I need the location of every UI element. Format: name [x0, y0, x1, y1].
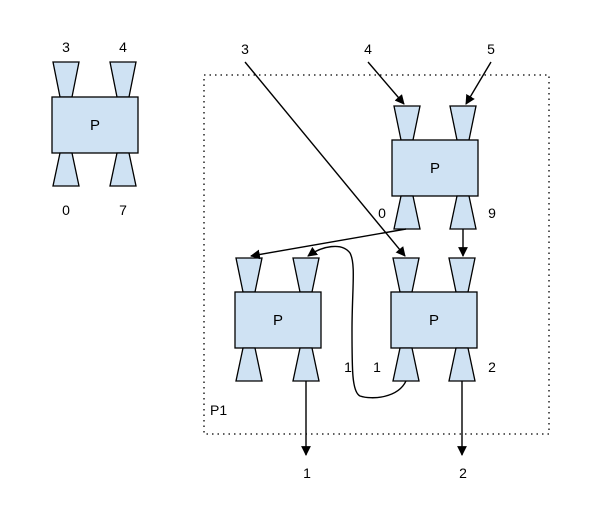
- edge-input-5-to-top-right: [465, 61, 492, 105]
- legend-input-port-label-4: 4: [119, 39, 127, 55]
- external-output-label-1: 1: [303, 465, 311, 481]
- bottom-left-node: P 1: [234, 257, 352, 382]
- bottom-right-node-input-port-right: [448, 257, 476, 293]
- edge-input-3-to-bottom-right-left: [244, 61, 406, 257]
- external-output-label-2: 2: [459, 465, 467, 481]
- external-input-label-4: 4: [364, 41, 372, 57]
- top-node-output-label-0: 0: [378, 205, 386, 221]
- top-node: P 0 9: [378, 105, 496, 230]
- bottom-left-node-input-port-left: [235, 257, 263, 293]
- top-node-output-label-9: 9: [488, 205, 496, 221]
- legend-input-port-right: [109, 61, 137, 98]
- bottom-right-node: P 1 2: [373, 257, 496, 382]
- top-node-output-port-right: [449, 195, 477, 230]
- bottom-right-node-output-label-1: 1: [373, 359, 381, 375]
- bottom-right-node-box-label: P: [429, 312, 439, 329]
- bottom-left-node-box: [234, 291, 322, 349]
- edge-bottom-right-left-loop-to-bottom-left-right: [307, 245, 407, 399]
- bottom-right-node-input-port-left: [392, 257, 420, 293]
- top-node-input-port-right: [449, 105, 477, 141]
- top-node-input-port-left: [393, 105, 421, 141]
- legend-component-box-label: P: [90, 117, 100, 134]
- bottom-right-node-output-port-left: [392, 347, 420, 382]
- composite-label: P1: [210, 402, 227, 418]
- legend-output-port-left: [52, 152, 80, 187]
- bottom-left-node-box-label: P: [273, 312, 283, 329]
- bottom-left-node-output-port-right: [292, 347, 320, 382]
- legend-component-box: [51, 96, 139, 154]
- composite-p1: P1 3 4 5 P 0 9 P 1: [203, 41, 550, 481]
- legend-output-port-label-0: 0: [62, 202, 70, 218]
- bottom-right-node-output-port-right: [448, 347, 476, 382]
- bottom-left-node-input-port-right: [292, 257, 320, 293]
- top-node-output-port-left: [393, 195, 421, 230]
- legend-input-port-left: [52, 61, 80, 98]
- bottom-right-node-output-label-2: 2: [488, 359, 496, 375]
- top-node-box-label: P: [430, 160, 440, 177]
- external-input-label-5: 5: [487, 41, 495, 57]
- legend-output-port-right: [109, 152, 137, 187]
- bottom-right-node-box: [390, 291, 478, 349]
- legend-output-port-label-7: 7: [119, 202, 127, 218]
- edge-input-4-to-top-left: [367, 61, 405, 105]
- legend-input-port-label-3: 3: [62, 39, 70, 55]
- edge-top-left-to-bottom-left-left: [250, 228, 407, 260]
- external-input-label-3: 3: [241, 41, 249, 57]
- top-node-box: [391, 139, 479, 197]
- bottom-left-node-output-port-left: [235, 347, 263, 382]
- bottom-left-node-output-label-1: 1: [344, 359, 352, 375]
- legend-component: 3 4 P 0 7: [51, 39, 139, 218]
